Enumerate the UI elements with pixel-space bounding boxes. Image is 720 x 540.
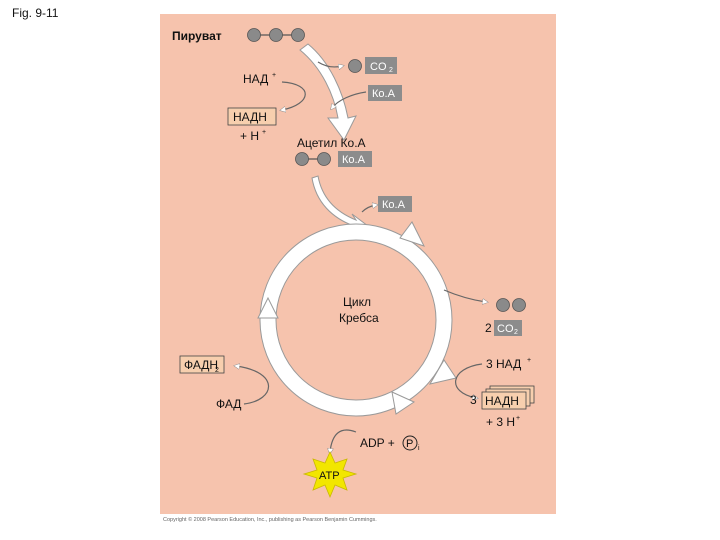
figure-label: Fig. 9-11 [12, 6, 59, 20]
phosphate-subscript: i [418, 445, 420, 452]
h-plus-top-superscript: + [262, 129, 266, 136]
coa-bound-label: Ко.А [342, 154, 366, 166]
phosphate-label: P [406, 438, 413, 450]
co2-top-molecule: CO 2 [348, 57, 397, 74]
acetylcoa-to-cycle-arrow [311, 175, 370, 231]
h-plus-right-label: + 3 Н [486, 415, 515, 429]
cycle-title-line2: Кребса [339, 311, 379, 325]
pyruvate-molecule [247, 28, 305, 42]
acetyl-coa-label: Ацетил Ко.А [297, 136, 366, 150]
cycle-title-line1: Цикл [343, 295, 371, 309]
adp-label: ADP + [360, 436, 395, 450]
fadh2-box [179, 355, 225, 374]
fad-reduction-arrow [236, 366, 270, 405]
coa-release-arrow [361, 205, 376, 213]
co2-right-count: 2 [485, 321, 492, 335]
nadh-top-box [227, 107, 277, 126]
co2-top-label: CO [370, 61, 387, 73]
phosphate-circle [402, 435, 418, 451]
nadh-right-label: НАДН [485, 394, 519, 408]
pyruvate-to-acetylcoa-arrow [299, 43, 357, 141]
diagram-panel [160, 14, 556, 514]
fadh2-subscript: 2 [215, 367, 219, 374]
nadh-right-count: 3 [470, 393, 477, 407]
co2-right-molecules [496, 298, 526, 312]
coa-in-box [368, 85, 402, 101]
coa-in-label: Ко.А [372, 88, 396, 100]
atp-star [302, 451, 358, 499]
h-plus-right-superscript: + [516, 415, 520, 422]
nad-right-label: 3 НАД [486, 357, 521, 371]
co2-right-release-arrow [443, 289, 486, 302]
nad-right-reduction-arrow [455, 363, 483, 398]
co2-right-subscript: 2 [514, 329, 518, 336]
fad-label: ФАД [216, 397, 241, 411]
nadh-right-stack [481, 385, 535, 410]
coa-released-label: Ко.А [382, 199, 406, 211]
fadh2-label: ФАДН [184, 358, 218, 372]
atp-label: ATP [319, 470, 340, 482]
co2-top-subscript: 2 [389, 67, 393, 74]
nad-reduction-arrow [282, 81, 306, 110]
co2-release-arrow [317, 61, 342, 67]
nad-top-label: НАД [243, 72, 268, 86]
co2-right-box [494, 320, 522, 336]
coa-input-arrow [332, 91, 367, 108]
nad-top-superscript: + [272, 72, 276, 79]
co2-right-label: CO [497, 323, 514, 335]
atp-synthesis-arrow [330, 429, 357, 452]
krebs-cycle-ring [257, 221, 457, 417]
pyruvate-label: Пируват [172, 29, 222, 43]
acetyl-coa-molecule: Ко.А [295, 151, 372, 167]
nadh-top-label: НАДН [233, 110, 267, 124]
copyright-notice: Copyright © 2008 Pearson Education, Inc.… [163, 517, 377, 523]
h-plus-top-label: + Н [240, 129, 259, 143]
coa-released-box [378, 196, 412, 212]
nad-right-superscript: + [527, 357, 531, 364]
